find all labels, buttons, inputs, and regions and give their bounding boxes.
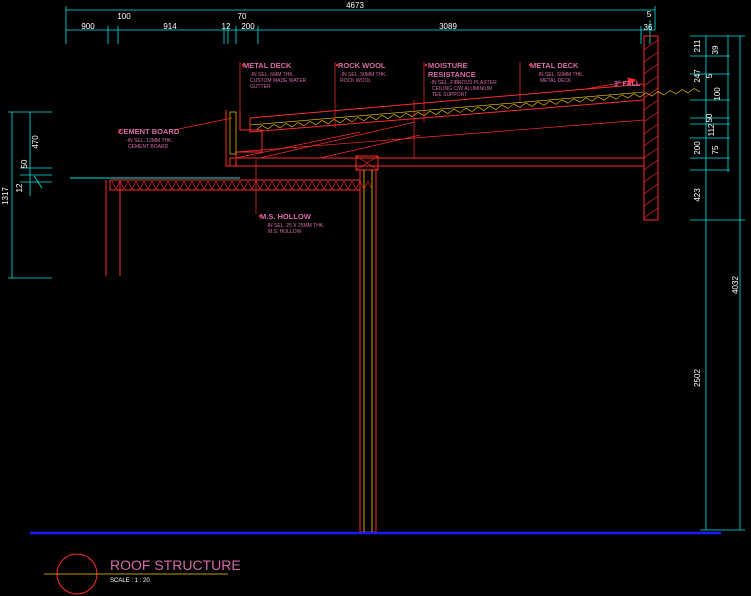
dim-top-8: 5 — [647, 10, 652, 19]
dim-top-7: 3089 — [439, 22, 457, 31]
callout-title-2: RESISTANCE — [428, 70, 476, 79]
callout-line: METAL DECK — [540, 78, 572, 84]
title-block: ROOF STRUCTURE SCALE : 1 : 20 — [44, 553, 241, 595]
callout-line: CEILING C/W ALUMINIUM — [432, 86, 492, 92]
left-dimensions — [8, 111, 52, 279]
fall-arrow — [579, 77, 638, 91]
callout-ms-hollow: M.S. HOLLOW -IN SEL. 25 X 25MM THK. M.S.… — [260, 212, 325, 235]
callout-line: TEE SUPPORT — [432, 92, 467, 98]
callout-line: -IN SEL. 12MM THK. — [126, 138, 173, 144]
callout-metal-deck: METAL DECK -IN SEL. 50MM THK. METAL DECK — [530, 61, 584, 84]
callout-line: -IN SEL. 50MM THK. — [537, 72, 584, 78]
dim-right-8: 200 — [693, 141, 702, 155]
callout-leaders — [173, 62, 521, 214]
callout-line: GUTTER — [250, 84, 271, 90]
dim-right-2: 39 — [711, 45, 720, 54]
callout-title: METAL DECK — [243, 61, 292, 70]
ceiling-frame — [229, 100, 645, 167]
gutter — [225, 110, 263, 167]
dim-right-6: 50 — [705, 113, 714, 122]
fall-label: 3° FALL — [614, 80, 641, 88]
callout-line: ROCK WOOL — [340, 78, 371, 84]
dim-top-1: 900 — [81, 22, 95, 31]
dim-top-5: 70 — [238, 12, 247, 21]
dim-right-1: 211 — [693, 39, 702, 52]
dim-left-1: 470 — [31, 135, 40, 149]
column — [359, 169, 377, 533]
callout-line: -IN SEL. 50MM THK. — [340, 72, 387, 78]
dim-top-3: 914 — [163, 22, 177, 31]
dim-right-7: 112 — [707, 123, 716, 136]
ms-hollow-member — [70, 177, 373, 191]
right-wall — [643, 35, 659, 221]
callout-cement-board: CEMENT BOARD -IN SEL. 12MM THK. CEMENT B… — [118, 127, 180, 150]
dim-right-3: 247 — [693, 69, 702, 83]
dim-right-10: 423 — [693, 188, 702, 202]
dim-left-3: 12 — [15, 183, 24, 192]
callout-title: ROCK WOOL — [338, 61, 386, 70]
dim-top-9: 36 — [644, 23, 653, 32]
top-dimensions — [65, 6, 656, 44]
callout-moisture-resistance: MOISTURE RESISTANCE -IN SEL. FIBROUS PLA… — [428, 61, 497, 98]
dim-top-4: 12 — [222, 22, 231, 31]
callout-line: -IN SEL. 6MM THK. — [250, 72, 294, 78]
callout-rock-wool: ROCK WOOL -IN SEL. 50MM THK. ROCK WOOL — [338, 61, 387, 84]
dim-right-11: 4032 — [731, 276, 740, 294]
dim-left-4: 1317 — [1, 187, 10, 205]
callout-title: M.S. HOLLOW — [260, 212, 312, 221]
dim-right-9: 75 — [711, 145, 720, 154]
dim-overall: 4673 — [346, 1, 364, 10]
callout-title: CEMENT BOARD — [118, 127, 180, 136]
dim-right-12: 2502 — [693, 369, 702, 387]
drawing-title: ROOF STRUCTURE — [110, 557, 241, 573]
left-hanger — [105, 180, 121, 276]
dim-top-6: 200 — [241, 22, 255, 31]
dim-right-4: 5 — [705, 73, 714, 78]
callout-line: CEMENT BOARD — [128, 144, 169, 150]
callout-line: -IN SEL. FIBROUS PLASTER — [430, 80, 497, 86]
callout-title: METAL DECK — [530, 61, 579, 70]
callout-line: M.S. HOLLOW — [268, 229, 302, 235]
callout-markers — [118, 63, 532, 218]
dim-top-2: 100 — [117, 12, 131, 21]
right-dimensions — [690, 35, 745, 531]
roof-deck — [249, 83, 701, 133]
callout-line: CUSTOM MADE WATER — [250, 78, 307, 84]
dim-left-2: 50 — [20, 159, 29, 168]
callout-title: MOISTURE — [428, 61, 468, 70]
callout-line: -IN SEL. 25 X 25MM THK. — [266, 223, 325, 229]
dim-right-5: 100 — [713, 87, 722, 101]
callout-metal-deck-gutter: METAL DECK -IN SEL. 6MM THK. CUSTOM MADE… — [243, 61, 307, 90]
drawing-scale: SCALE : 1 : 20 — [110, 578, 150, 584]
